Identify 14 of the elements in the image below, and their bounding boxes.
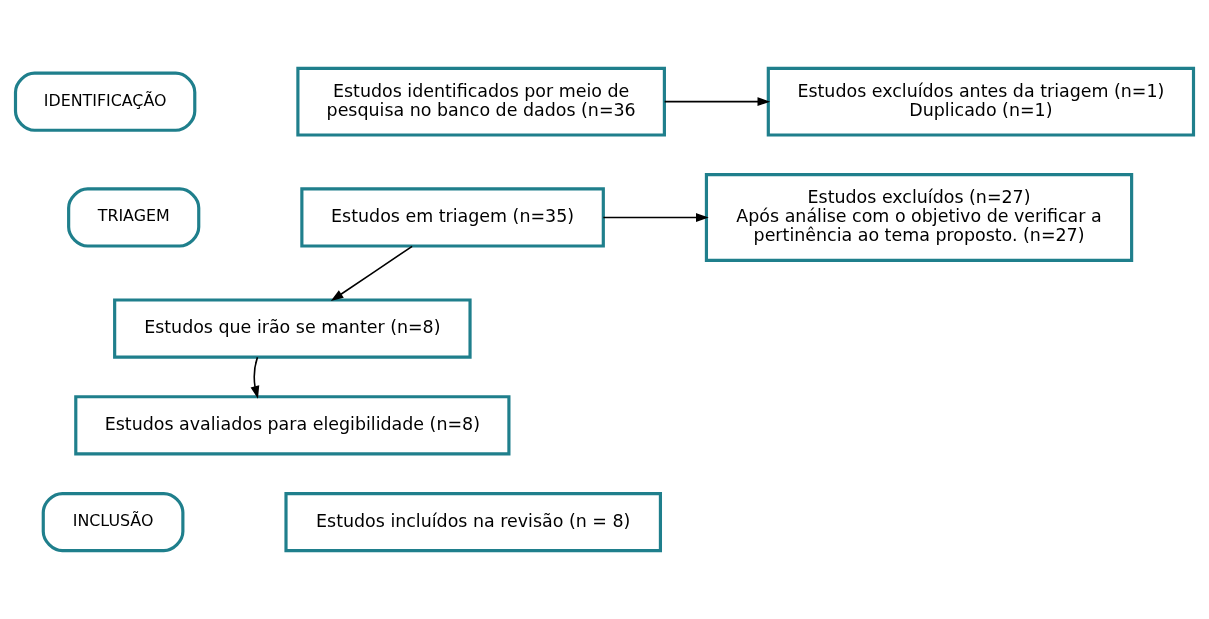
node-box: Estudos incluídos na revisão (n = 8) bbox=[284, 491, 662, 553]
arrow bbox=[663, 97, 771, 107]
node-box: INCLUSÃO bbox=[41, 491, 185, 553]
node-box: Estudos identificados por meio de pesquisa no banco de dados (n=36 bbox=[296, 66, 666, 137]
node-box: Estudos que irão se manter (n=8) bbox=[113, 298, 472, 359]
arrow bbox=[602, 213, 709, 222]
node-box: TRIAGEM bbox=[67, 187, 201, 248]
node-box: IDENTIFICAÇÃO bbox=[13, 71, 197, 132]
node-box: Estudos excluídos (n=27) Após análise com o objetivo de verificar a pertinência ao tema proposto. (n=27) bbox=[704, 173, 1134, 262]
node-box: Estudos avaliados para elegibilidade (n=8) bbox=[74, 395, 511, 456]
arrow bbox=[330, 245, 413, 302]
arrow bbox=[250, 356, 260, 399]
node-box: Estudos em triagem (n=35) bbox=[300, 187, 605, 248]
node-box: Estudos excluídos antes da triagem (n=1) Duplicado (n=1) bbox=[766, 66, 1196, 137]
